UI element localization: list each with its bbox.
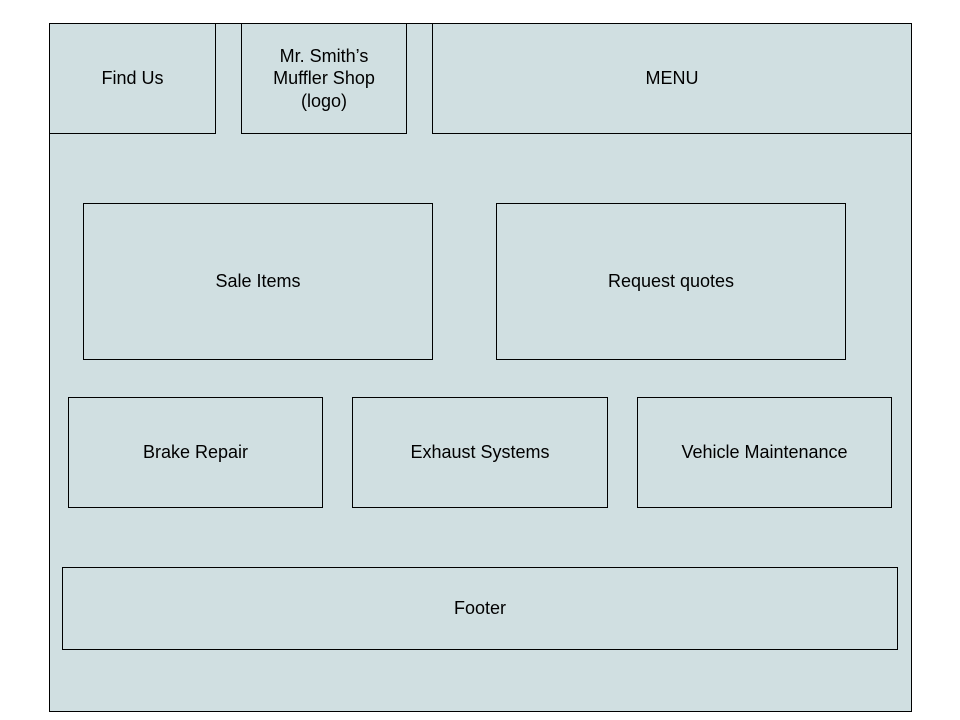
vehicle-maintenance-box[interactable]: Vehicle Maintenance (637, 397, 892, 508)
menu-box[interactable]: MENU (432, 23, 912, 134)
brake-repair-label: Brake Repair (142, 442, 249, 463)
exhaust-systems-label: Exhaust Systems (410, 442, 550, 463)
brake-repair-box[interactable]: Brake Repair (68, 397, 323, 508)
request-quotes-label: Request quotes (607, 271, 735, 292)
vehicle-maintenance-label: Vehicle Maintenance (681, 442, 848, 463)
footer-box: Footer (62, 567, 898, 650)
logo-label: Mr. Smith’s Muffler Shop (logo) (273, 45, 375, 111)
find-us-box[interactable]: Find Us (49, 23, 216, 134)
find-us-label: Find Us (101, 68, 164, 89)
menu-label: MENU (645, 68, 699, 89)
logo-box[interactable]: Mr. Smith’s Muffler Shop (logo) (241, 23, 407, 134)
sale-items-label: Sale Items (215, 271, 301, 292)
footer-label: Footer (453, 598, 507, 619)
request-quotes-box[interactable]: Request quotes (496, 203, 846, 360)
exhaust-systems-box[interactable]: Exhaust Systems (352, 397, 608, 508)
sale-items-box[interactable]: Sale Items (83, 203, 433, 360)
